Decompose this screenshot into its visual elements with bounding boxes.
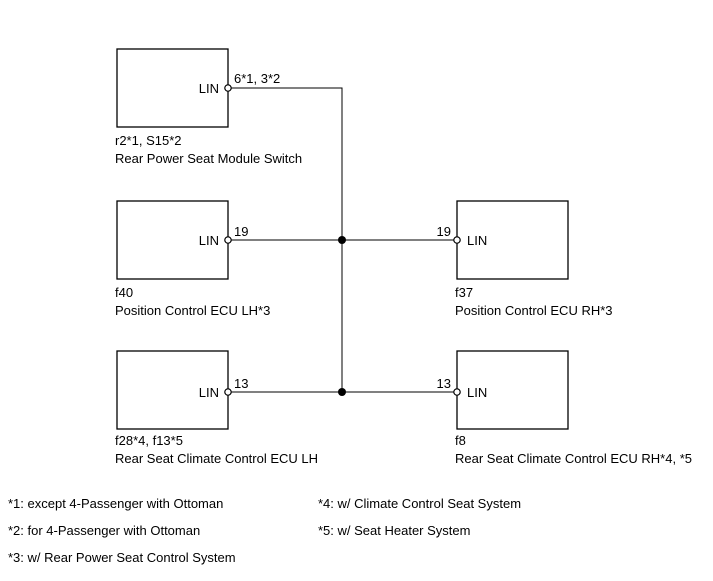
component-name: Rear Seat Climate Control ECU RH*4, *5 xyxy=(455,451,692,466)
wires xyxy=(231,87,454,396)
component-box xyxy=(116,200,229,280)
connector-code: r2*1, S15*2 xyxy=(115,133,182,148)
component-box xyxy=(116,48,229,128)
wire-rear-switch xyxy=(231,87,343,392)
component-position-control-ecu-lh: LIN 19 f40 Position Control ECU LH*3 xyxy=(115,200,270,318)
component-name: Rear Seat Climate Control ECU LH xyxy=(115,451,318,466)
pin-label: LIN xyxy=(199,81,219,96)
footnote-5: *5: w/ Seat Heater System xyxy=(318,523,470,538)
connector-code: f37 xyxy=(455,285,473,300)
pin-number: 6*1, 3*2 xyxy=(234,71,280,86)
component-box xyxy=(456,350,569,430)
component-name: Position Control ECU RH*3 xyxy=(455,303,613,318)
junction-dot-lower xyxy=(338,388,346,396)
pin-terminal xyxy=(453,236,461,244)
footnotes: *1: except 4-Passenger with Ottoman *2: … xyxy=(8,496,521,565)
footnote-1: *1: except 4-Passenger with Ottoman xyxy=(8,496,223,511)
component-name: Rear Power Seat Module Switch xyxy=(115,151,302,166)
component-position-control-ecu-rh: LIN 19 f37 Position Control ECU RH*3 xyxy=(437,200,613,318)
component-box xyxy=(116,350,229,430)
pin-label: LIN xyxy=(199,385,219,400)
pin-terminal xyxy=(453,388,461,396)
component-rear-seat-climate-control-ecu-rh: LIN 13 f8 Rear Seat Climate Control ECU … xyxy=(437,350,692,466)
footnote-3: *3: w/ Rear Power Seat Control System xyxy=(8,550,236,565)
pin-label: LIN xyxy=(199,233,219,248)
connector-code: f40 xyxy=(115,285,133,300)
component-rear-power-seat-module-switch: LIN 6*1, 3*2 r2*1, S15*2 Rear Power Seat… xyxy=(115,48,302,166)
pin-number: 13 xyxy=(437,376,451,391)
pin-label: LIN xyxy=(467,233,487,248)
pin-terminal xyxy=(224,84,232,92)
pin-label: LIN xyxy=(467,385,487,400)
component-rear-seat-climate-control-ecu-lh: LIN 13 f28*4, f13*5 Rear Seat Climate Co… xyxy=(115,350,318,466)
pin-terminal xyxy=(224,236,232,244)
junction-dot-upper xyxy=(338,236,346,244)
pin-number: 13 xyxy=(234,376,248,391)
component-box xyxy=(456,200,569,280)
pin-number: 19 xyxy=(234,224,248,239)
component-name: Position Control ECU LH*3 xyxy=(115,303,270,318)
footnote-2: *2: for 4-Passenger with Ottoman xyxy=(8,523,200,538)
connector-code: f28*4, f13*5 xyxy=(115,433,183,448)
pin-terminal xyxy=(224,388,232,396)
connector-code: f8 xyxy=(455,433,466,448)
pin-number: 19 xyxy=(437,224,451,239)
footnote-4: *4: w/ Climate Control Seat System xyxy=(318,496,521,511)
